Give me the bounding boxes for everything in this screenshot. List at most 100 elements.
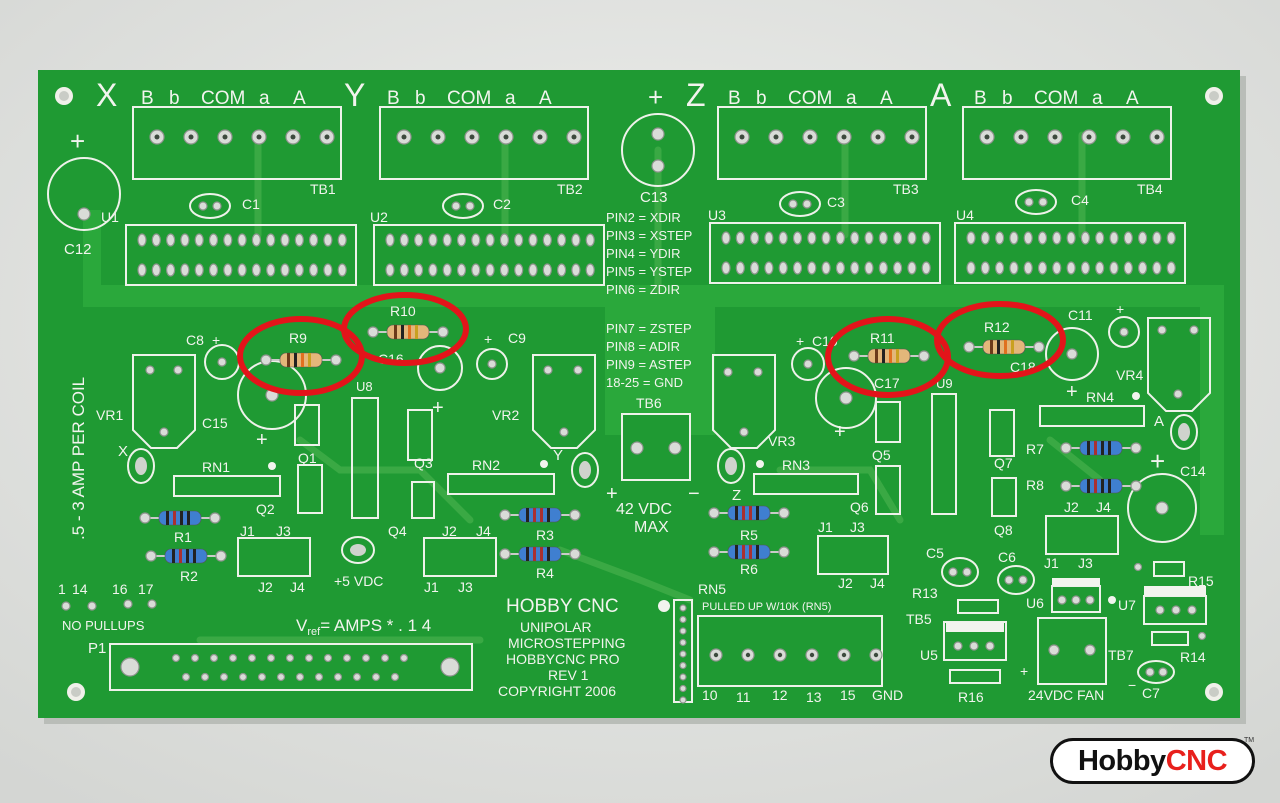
svg-text:VR4: VR4 (1116, 367, 1143, 383)
svg-text:+: + (1066, 381, 1078, 403)
coil-pin-label: b (169, 88, 180, 109)
svg-text:Q8: Q8 (994, 522, 1013, 538)
pin-map-line: PIN8 = ADIR (606, 339, 680, 354)
svg-text:Q7: Q7 (994, 455, 1013, 471)
power-terminal-tb6: TB6 + − 42 VDC MAX (606, 395, 700, 536)
svg-text:C15: C15 (202, 415, 228, 431)
coil-pin-label: b (756, 88, 767, 109)
svg-text:U7: U7 (1118, 597, 1136, 613)
svg-text:+: + (256, 429, 268, 451)
svg-text:10: 10 (702, 687, 718, 703)
svg-text:J4: J4 (290, 579, 305, 595)
coil-pin-label: COM (447, 88, 491, 109)
tb3-label: TB3 (893, 181, 919, 197)
parallel-port-p1: 1 14 16 17 NO PULLUPS P1 Vref= AMPS * . … (58, 581, 473, 691)
coil-pin-label: B (141, 88, 154, 109)
pin-map-line: PIN3 = XSTEP (606, 228, 692, 243)
svg-text:A: A (1154, 413, 1164, 430)
svg-text:C17: C17 (874, 375, 900, 391)
svg-text:R15: R15 (1188, 573, 1214, 589)
svg-text:J2: J2 (442, 523, 457, 539)
svg-text:+: + (834, 421, 846, 443)
svg-text:J1: J1 (424, 579, 439, 595)
svg-text:R7: R7 (1026, 441, 1044, 457)
svg-text:R8: R8 (1026, 477, 1044, 493)
mounting-holes (55, 87, 1223, 701)
pin-map-line: PIN2 = XDIR (606, 210, 681, 225)
svg-text:U5: U5 (920, 647, 938, 663)
pin-map-line: PIN7 = ZSTEP (606, 321, 692, 336)
amp-rating-text: .5 - 3 AMP PER COIL (69, 377, 88, 540)
r11-label: R11 (870, 330, 895, 346)
svg-text:−: − (688, 483, 700, 505)
coil-pin-label: a (259, 88, 270, 109)
svg-text:+: + (432, 397, 444, 419)
svg-text:17: 17 (138, 581, 154, 597)
svg-text:+: + (70, 126, 85, 156)
svg-text:J4: J4 (1096, 499, 1111, 515)
c13-label: C13 (640, 189, 668, 206)
svg-text:R1: R1 (174, 529, 192, 545)
r12-label: R12 (984, 319, 1010, 335)
pin-map-line: PIN6 = ZDIR (606, 282, 680, 297)
svg-text:13: 13 (806, 689, 822, 705)
coil-pin-label: A (539, 88, 552, 109)
svg-text:RN2: RN2 (472, 457, 500, 473)
coil-pin-label: COM (788, 88, 832, 109)
svg-text:+: + (606, 483, 618, 505)
svg-text:X: X (118, 443, 128, 460)
resistors (139, 324, 1142, 564)
coil-pin-label: a (505, 88, 516, 109)
axis-z-label: Z (686, 77, 706, 113)
coil-pin-label: b (1002, 88, 1013, 109)
svg-text:R6: R6 (740, 561, 758, 577)
bulk-capacitors: + C12 + C13 (47, 82, 695, 258)
coil-pin-label: a (1092, 88, 1103, 109)
svg-text:TB6: TB6 (636, 395, 662, 411)
svg-text:C7: C7 (1142, 685, 1160, 701)
svg-text:TB5: TB5 (906, 611, 932, 627)
svg-text:RN1: RN1 (202, 459, 230, 475)
u4-label: U4 (956, 207, 974, 223)
driver-sockets: U1 U2 U3 U4 (101, 207, 1186, 286)
u2-label: U2 (370, 209, 388, 225)
svg-text:U8: U8 (356, 379, 373, 394)
svg-text:J1: J1 (240, 523, 255, 539)
tb2-label: TB2 (557, 181, 583, 197)
coil-pin-label: A (293, 88, 306, 109)
svg-text:J4: J4 (870, 575, 885, 591)
svg-text:−: − (1128, 677, 1136, 693)
svg-text:U6: U6 (1026, 595, 1044, 611)
c4-label: C4 (1071, 192, 1089, 208)
svg-text:HOBBYCNC PRO: HOBBYCNC PRO (506, 651, 620, 667)
svg-text:R3: R3 (536, 527, 554, 543)
svg-text:VR3: VR3 (768, 433, 795, 449)
svg-text:14: 14 (72, 581, 88, 597)
axis-a-label: A (930, 77, 952, 113)
svg-text:R5: R5 (740, 527, 758, 543)
svg-text:+: + (212, 332, 220, 348)
svg-text:J3: J3 (276, 523, 291, 539)
svg-text:J2: J2 (838, 575, 853, 591)
pin-map-line: PIN5 = YSTEP (606, 264, 692, 279)
svg-text:Z: Z (732, 487, 741, 504)
svg-text:R4: R4 (536, 565, 554, 581)
u3-label: U3 (708, 207, 726, 223)
svg-text:R13: R13 (912, 585, 938, 601)
svg-text:Y: Y (553, 447, 563, 464)
svg-text:HOBBY CNC: HOBBY CNC (506, 596, 619, 617)
svg-text:+: + (796, 333, 804, 349)
svg-text:R16: R16 (958, 689, 984, 705)
coil-pin-label: COM (1034, 88, 1078, 109)
r9-label: R9 (289, 330, 307, 346)
c1-label: C1 (242, 196, 260, 212)
svg-text:J3: J3 (1078, 555, 1093, 571)
c12-label: C12 (64, 241, 92, 258)
svg-text:RN3: RN3 (782, 457, 810, 473)
svg-text:11: 11 (736, 689, 751, 705)
terminal-blocks: TB1 TB2 TB3 TB4 (132, 106, 1172, 197)
pin-map-line: PIN4 = YDIR (606, 246, 681, 261)
svg-text:Q6: Q6 (850, 499, 869, 515)
trademark-mark: TM (1244, 737, 1255, 744)
